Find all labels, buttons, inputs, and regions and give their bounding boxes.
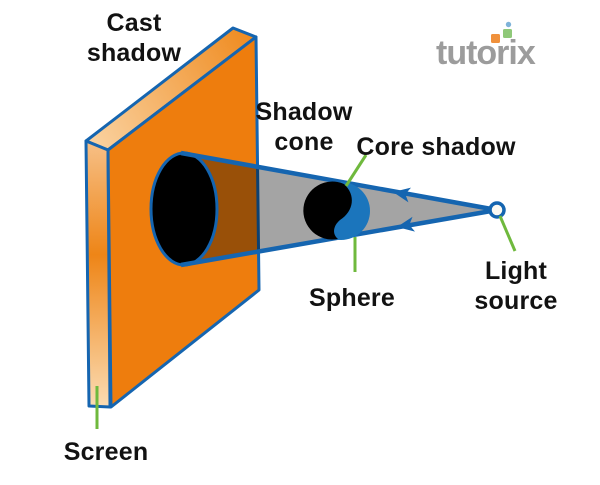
light-source-label: Light source <box>474 257 558 315</box>
ray-arrowhead-bottom-icon <box>397 216 416 232</box>
core-shadow-shape <box>303 181 352 240</box>
logo-dot-blue <box>505 21 512 28</box>
tutorix-logo-dots-icon <box>491 21 512 43</box>
cast-shadow-ellipse <box>149 151 219 267</box>
screen-label: Screen <box>63 438 149 466</box>
ray-arrowhead-top-icon <box>393 187 412 203</box>
logo-dot-green <box>503 29 512 38</box>
tutorix-logo: tutorix <box>436 34 536 72</box>
shadow-cone-label: Shadow cone <box>255 98 353 156</box>
leader-light-source <box>498 215 517 252</box>
leader-core-shadow <box>344 154 368 187</box>
light-source-point <box>488 201 506 219</box>
core-shadow-label: Core shadow <box>356 133 516 161</box>
cast-shadow-label: Cast shadow <box>86 9 182 67</box>
light-ray-top <box>180 150 498 213</box>
sphere-label: Sphere <box>309 284 395 312</box>
logo-dot-orange <box>491 34 500 43</box>
screen-side-face <box>84 139 112 409</box>
